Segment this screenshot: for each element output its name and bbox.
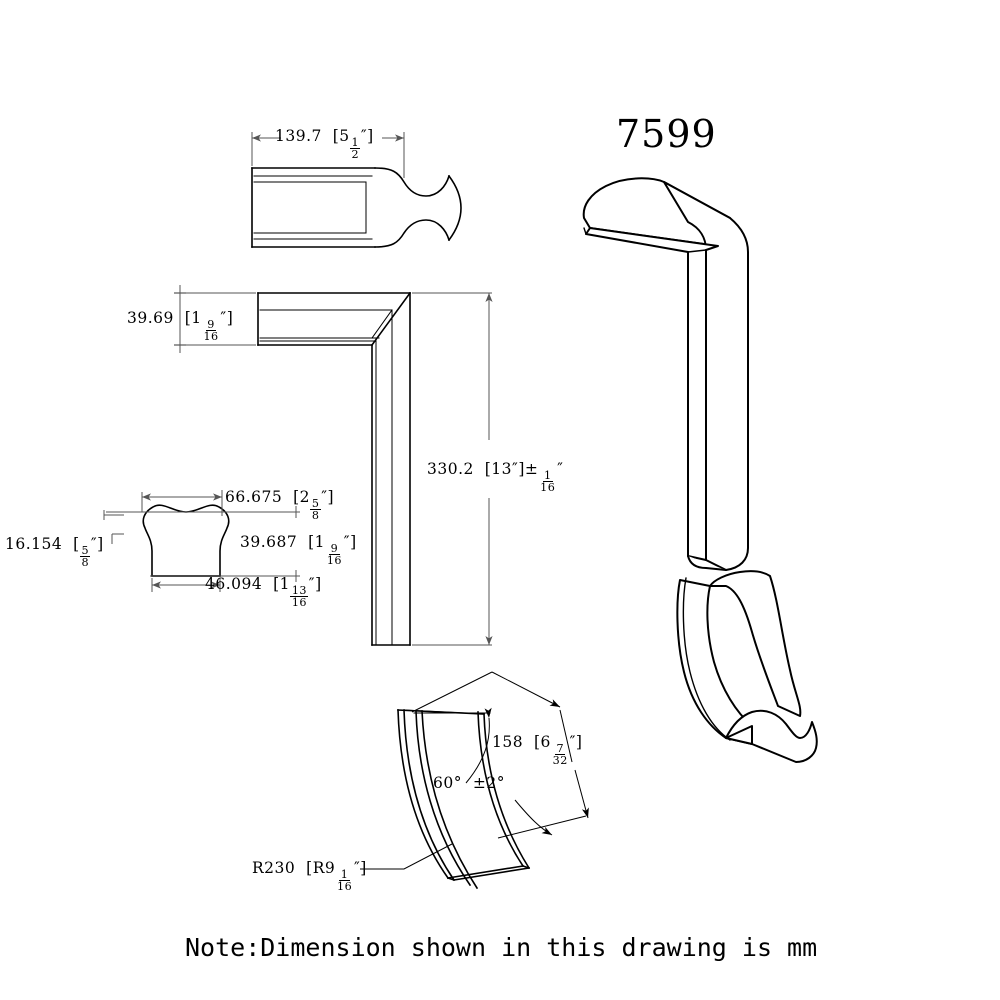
bracket-open: [ <box>332 127 340 145</box>
inch-mark: ″ <box>343 533 351 551</box>
inch-mark: ″ <box>308 575 316 593</box>
inch-whole: 1 <box>191 309 202 327</box>
bracket-close: ] <box>226 309 234 327</box>
inch-mark: ″ <box>321 488 328 506</box>
radius-value-mm: R230 <box>252 859 296 877</box>
dim-value-mm: 66.675 <box>225 488 283 506</box>
bracket-close: ] <box>315 575 322 593</box>
isometric-corner-piece <box>582 177 749 571</box>
drawing-note: Note:Dimension shown in this drawing is … <box>185 933 818 962</box>
isometric-curved-piece <box>676 570 818 763</box>
inch-whole: 6 <box>540 733 551 751</box>
bracket-close: ] <box>350 533 357 551</box>
bracket-open: [ <box>73 535 80 553</box>
inch-whole: 2 <box>299 488 311 506</box>
dim-value-mm: 158 <box>492 733 524 751</box>
bracket-close: ] <box>518 460 525 478</box>
dim-label-arc-angle: 60° ±2° <box>433 774 505 792</box>
dim-value-mm: 16.154 <box>5 535 63 553</box>
inch-whole: 5 <box>339 127 350 145</box>
bracket-open: [ <box>306 859 313 877</box>
bracket-close: ] <box>97 535 104 553</box>
dim-section-offset <box>103 510 124 544</box>
bracket-open: [ <box>484 460 492 478</box>
bracket-open: [ <box>308 533 315 551</box>
inch-whole: 9 <box>324 859 336 877</box>
dim-arc-angle <box>413 707 553 836</box>
inch-mark: ″ <box>90 535 98 553</box>
dim-section-base-width <box>151 578 221 592</box>
bracket-open: [ <box>273 575 280 593</box>
dim-section-height <box>106 506 300 582</box>
dim-value-mm: 46.094 <box>205 575 263 593</box>
part-number-title: 7599 <box>616 112 717 156</box>
bracket-close: ] <box>327 488 335 506</box>
top-end-profile-view <box>251 167 462 248</box>
inch-whole: 1 <box>314 533 326 551</box>
moulding-cross-section-view <box>142 504 230 577</box>
dim-section-top-width <box>141 490 223 516</box>
dim-profile-height <box>174 285 256 353</box>
bracket-open: [ <box>533 733 541 751</box>
tolerance-sign: ± <box>524 460 539 478</box>
bracket-open: [ <box>293 488 300 506</box>
inch-mark: ″ <box>220 309 227 327</box>
bracket-close: ] <box>575 733 583 751</box>
dim-value-mm: 139.7 <box>275 127 322 145</box>
dim-overall-height <box>412 292 493 646</box>
inch-mark: ″ <box>360 127 368 145</box>
dim-arc-radius <box>360 843 453 870</box>
inch-mark: ″ <box>512 460 519 478</box>
l-shaped-corner-elevation-view <box>257 291 412 646</box>
inch-mark: ″ <box>353 859 361 877</box>
dim-value-mm: 39.687 <box>240 533 298 551</box>
bracket-close: ] <box>367 127 374 145</box>
dim-value-mm: 330.2 <box>427 460 474 478</box>
bracket-close: ] <box>360 859 367 877</box>
inch-whole: 13 <box>491 460 513 478</box>
bracket-open: [ <box>184 309 192 327</box>
angle-tolerance: ±2° <box>472 774 505 792</box>
inch-mark: ″ <box>569 733 576 751</box>
dim-value-mm: 39.69 <box>127 309 174 327</box>
tolerance-inch-mark: ″ <box>557 460 564 478</box>
radius-prefix: R <box>312 859 325 877</box>
angle-value: 60° <box>433 774 462 792</box>
inch-whole: 1 <box>279 575 291 593</box>
dim-top-length <box>251 132 405 178</box>
